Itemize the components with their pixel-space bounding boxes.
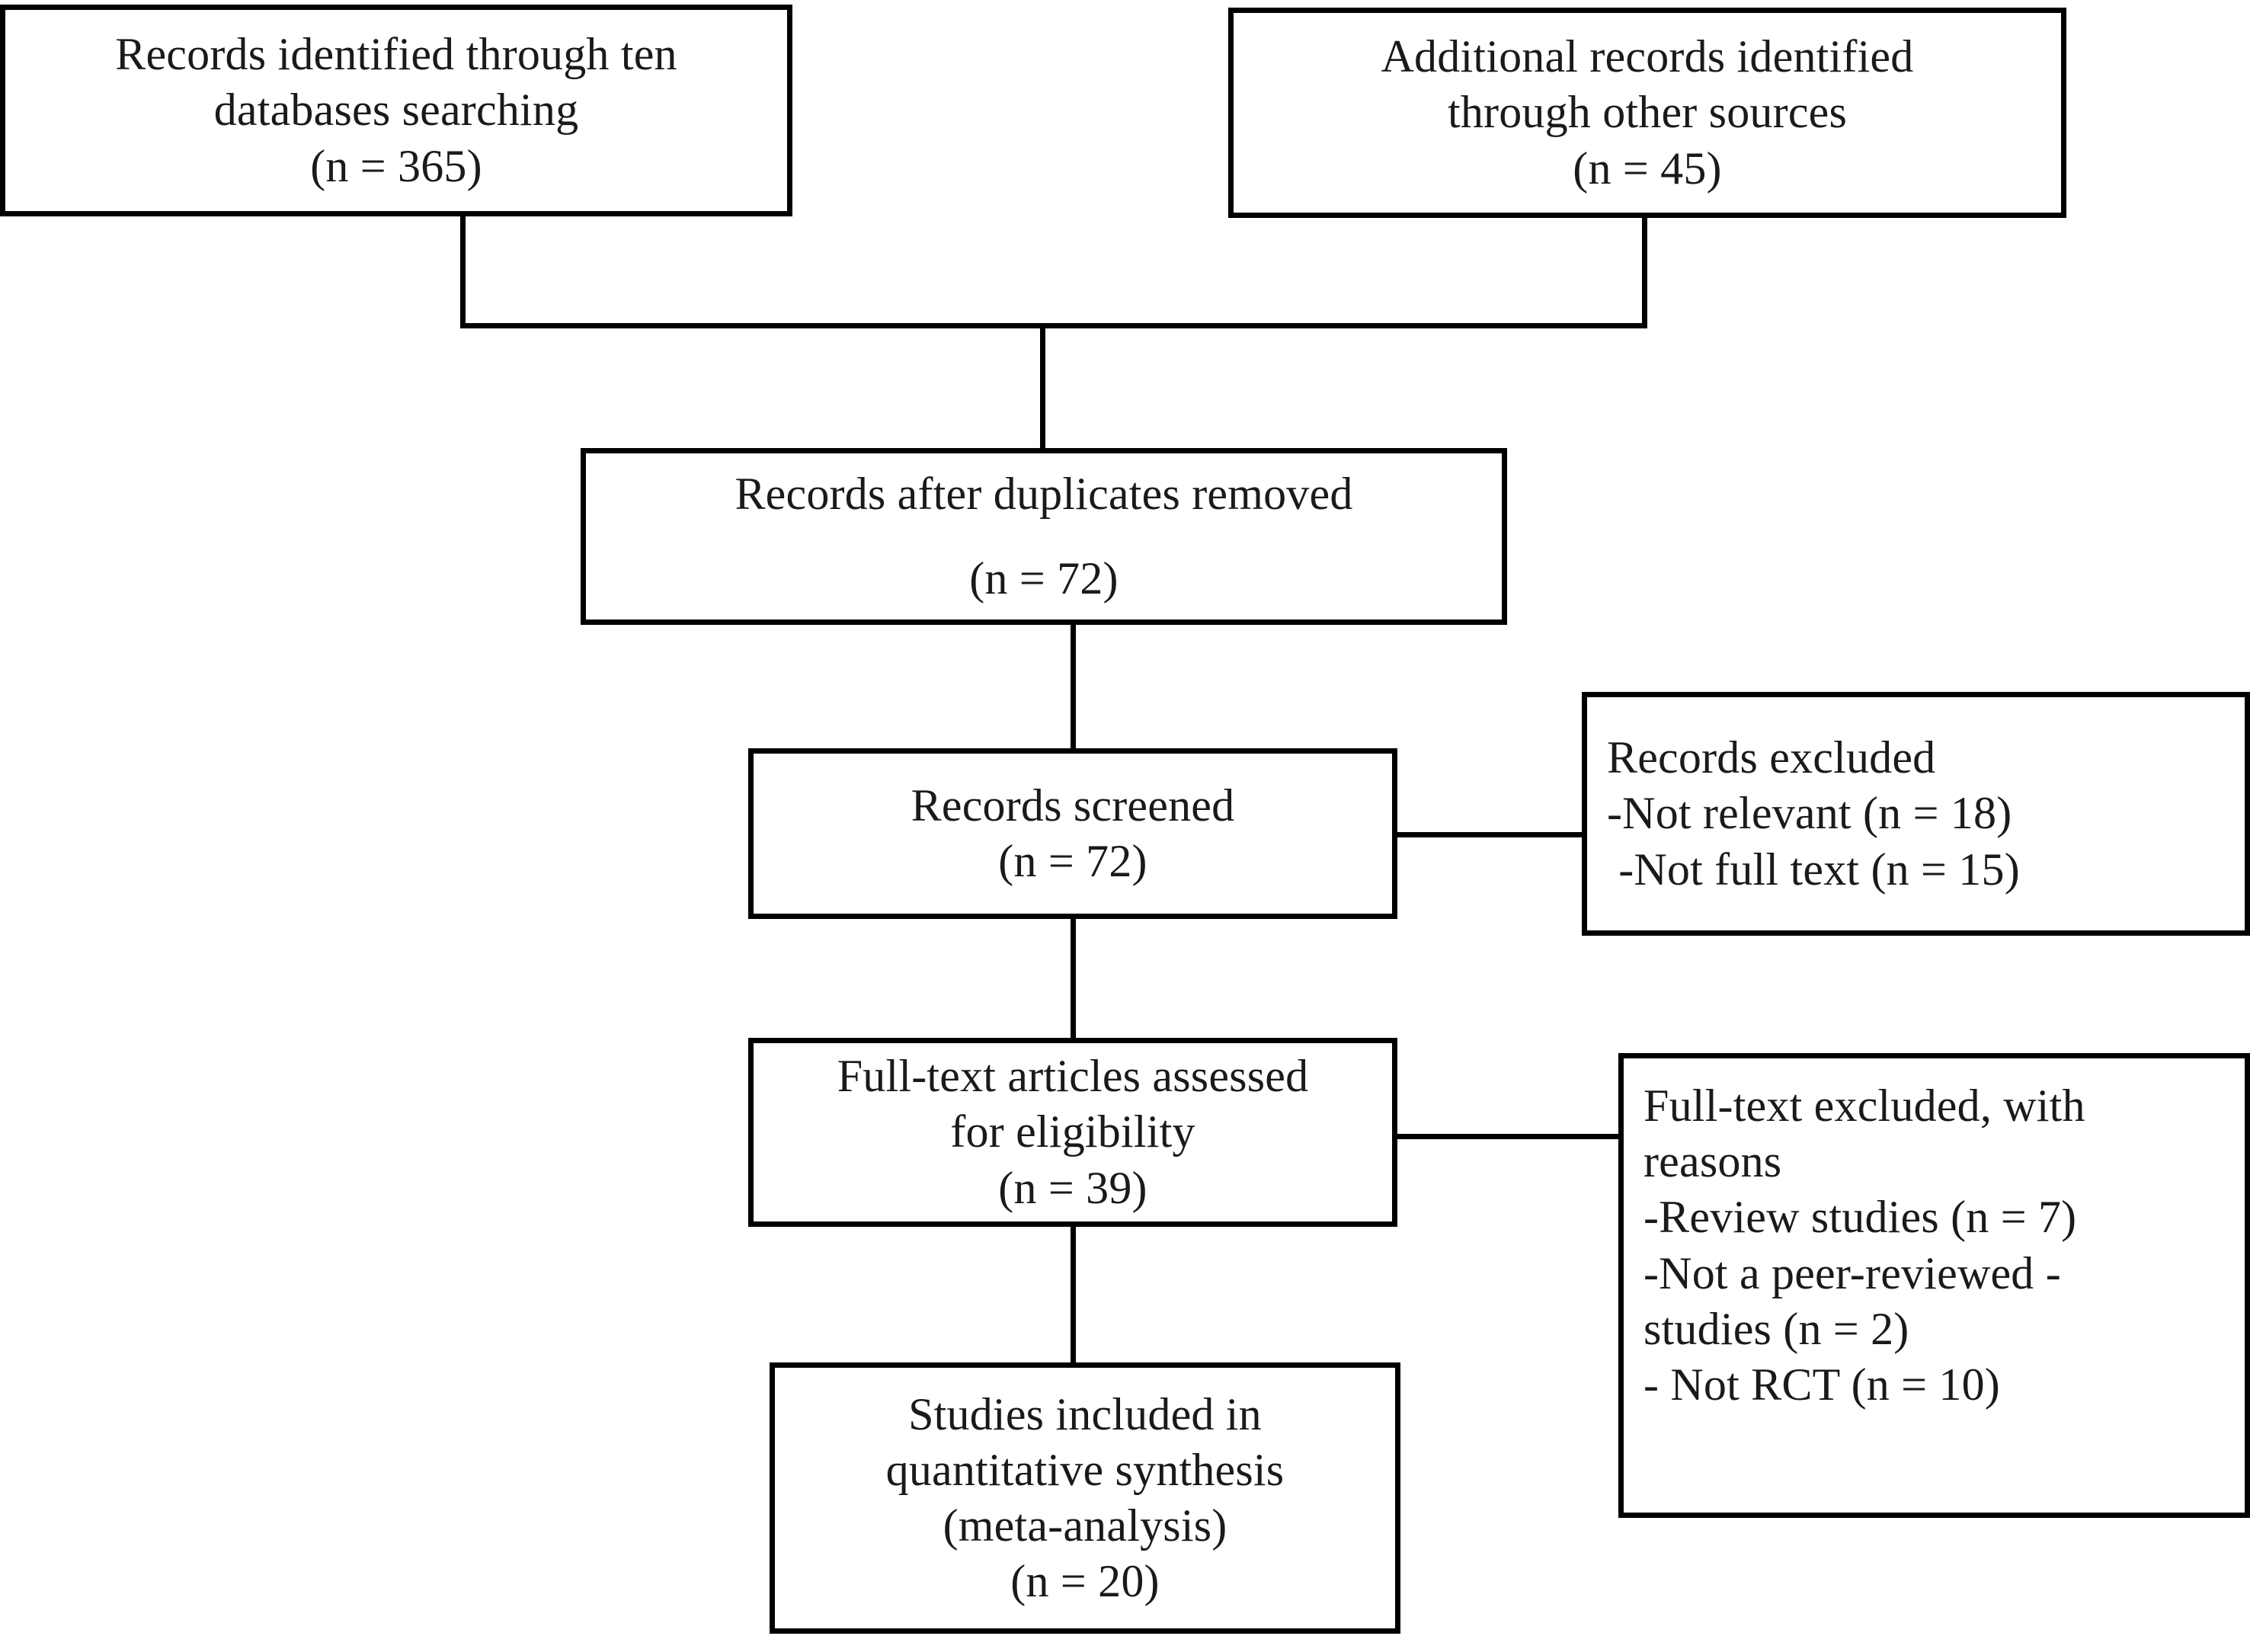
node-records-identified-databases: Records identified through ten databases… — [0, 5, 792, 216]
node-reason-line: -Review studies (n = 7) — [1643, 1192, 2077, 1243]
node-line: Records after duplicates removed — [735, 468, 1353, 519]
node-reason-line: - Not RCT (n = 10) — [1643, 1359, 2000, 1410]
node-line: quantitative synthesis — [885, 1444, 1285, 1495]
connector-merge-bar — [460, 323, 1647, 328]
node-count: (n = 20) — [1010, 1556, 1160, 1607]
node-line: through other sources — [1447, 87, 1848, 138]
node-line: databases searching — [213, 85, 579, 136]
node-count: (n = 72) — [969, 553, 1119, 603]
node-count: (n = 39) — [998, 1162, 1147, 1213]
node-line: for eligibility — [950, 1106, 1195, 1157]
node-title-line: Full-text excluded, with — [1643, 1081, 2085, 1131]
node-fulltext-excluded-with-reasons: Full-text excluded, with reasons -Review… — [1618, 1053, 2250, 1518]
connector-screened-to-fulltext — [1071, 916, 1076, 1039]
node-reason-line: studies (n = 2) — [1643, 1303, 1909, 1354]
node-count: (n = 45) — [1573, 142, 1722, 194]
connector-identified-other-down — [1642, 215, 1647, 328]
connector-duplicates-to-screened — [1071, 622, 1076, 750]
node-count: (n = 72) — [998, 836, 1147, 886]
node-title-line: Records excluded — [1607, 732, 1936, 783]
node-records-screened: Records screened (n = 72) — [748, 748, 1397, 919]
node-reason-line: -Not relevant (n = 18) — [1607, 788, 2012, 839]
node-records-excluded: Records excluded -Not relevant (n = 18) … — [1582, 692, 2250, 936]
node-records-after-duplicates-removed: Records after duplicates removed (n = 72… — [581, 448, 1507, 625]
node-line: Additional records identified — [1381, 31, 1914, 82]
node-line: (meta-analysis) — [943, 1500, 1227, 1551]
node-additional-records-other-sources: Additional records identified through ot… — [1228, 8, 2066, 218]
connector-fulltext-to-excluded — [1394, 1134, 1621, 1139]
node-title-line: reasons — [1643, 1136, 1782, 1187]
connector-identified-databases-down — [460, 212, 466, 328]
node-line: Records identified through ten — [115, 29, 677, 80]
connector-fulltext-to-included — [1071, 1225, 1076, 1364]
node-count: (n = 365) — [310, 140, 482, 191]
node-line: Full-text articles assessed — [837, 1051, 1309, 1102]
connector-screened-to-excluded — [1394, 832, 1583, 837]
node-reason-line: -Not a peer-reviewed - — [1643, 1247, 2061, 1298]
node-reason-line: -Not full text (n = 15) — [1607, 844, 2020, 895]
node-studies-included-quantitative-synthesis: Studies included in quantitative synthes… — [770, 1362, 1400, 1634]
connector-merge-down — [1040, 323, 1045, 450]
node-line: Studies included in — [908, 1388, 1262, 1439]
node-fulltext-articles-assessed: Full-text articles assessed for eligibil… — [748, 1038, 1397, 1227]
node-line: Records screened — [911, 780, 1235, 831]
